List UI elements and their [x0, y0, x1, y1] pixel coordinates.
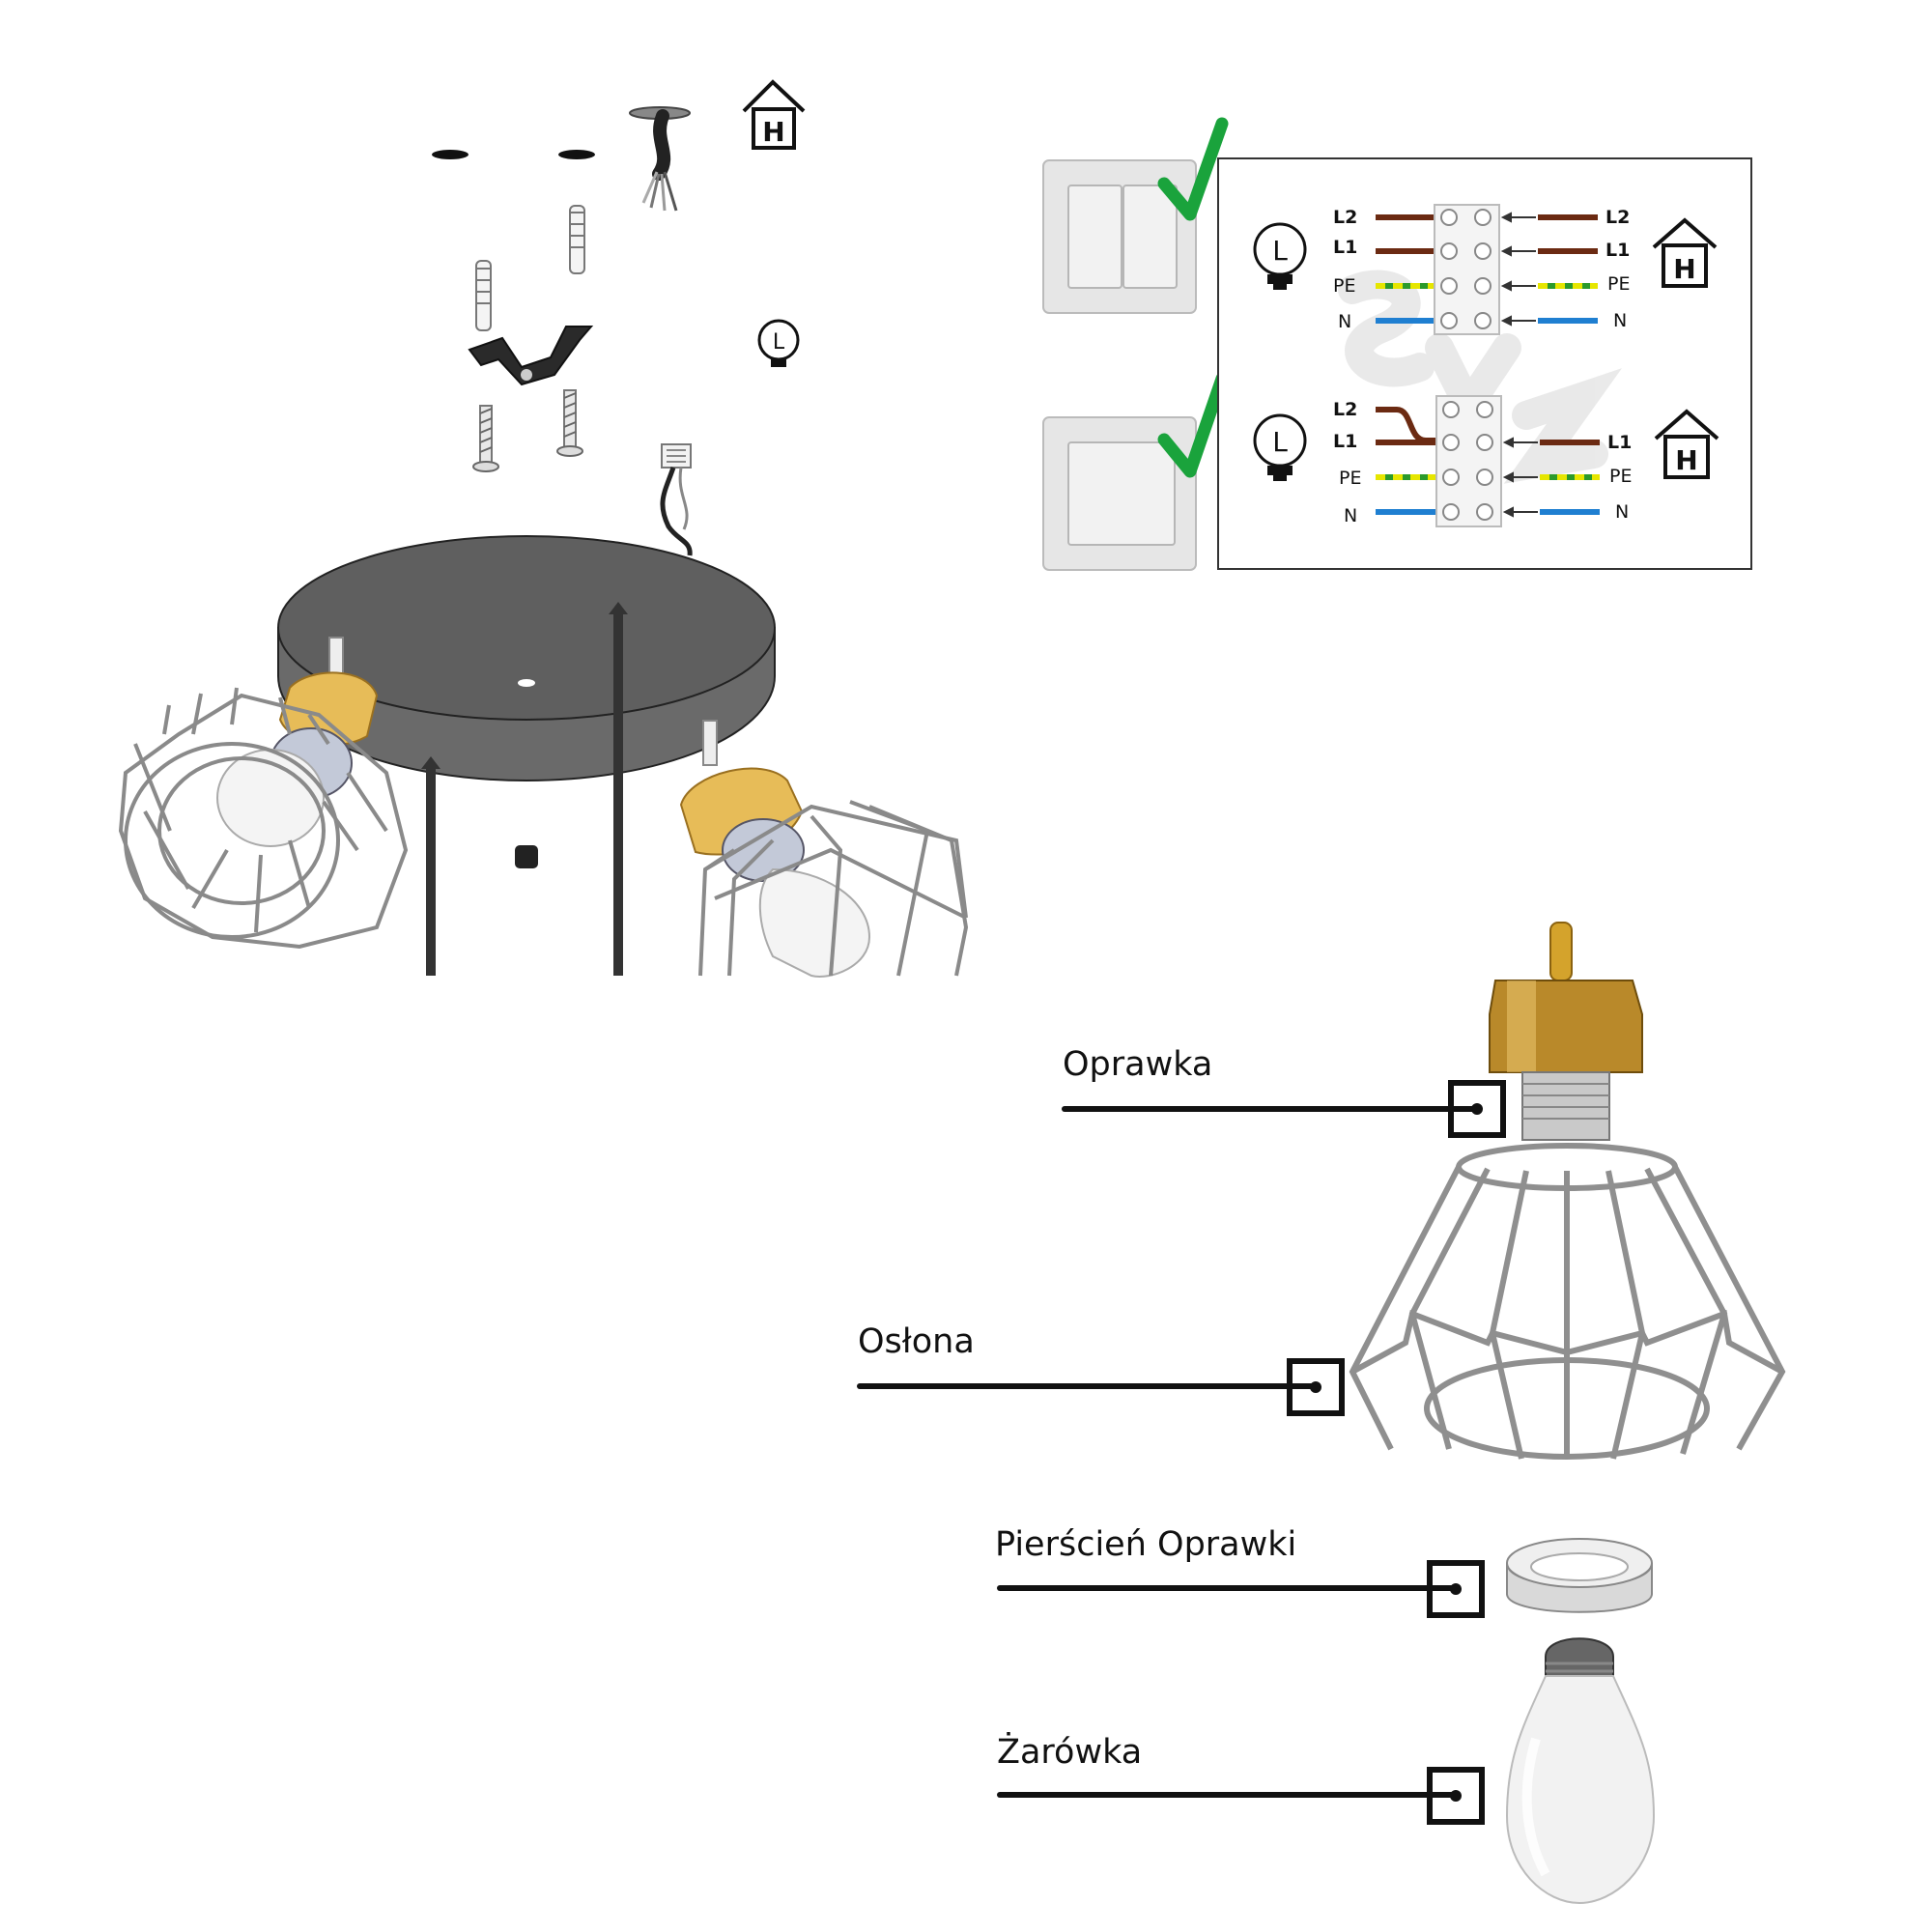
double-switch-wiring: L L2 L1 PE N: [1253, 204, 1718, 335]
wire-label-l1-in: L1: [1607, 432, 1632, 453]
wire-label-l2: L2: [1333, 207, 1357, 228]
wire-label-l2-in: L2: [1605, 207, 1630, 228]
house-icon-label: H: [762, 116, 784, 148]
wire-label-pe-in: PE: [1607, 273, 1630, 295]
callout-bulb: Żarówka: [997, 1731, 1485, 1825]
wire-label-l1: L1: [1333, 431, 1357, 452]
house-icon-label: H: [1673, 253, 1695, 285]
screw: [556, 389, 583, 457]
mounting-bracket: [468, 326, 594, 386]
screw: [472, 405, 499, 472]
wire-label-pe-in: PE: [1609, 466, 1632, 487]
checkmark-icon: [1157, 117, 1229, 221]
callout-shade: Osłona: [857, 1322, 1345, 1416]
wiring-section: L L2 L1 PE N: [1042, 117, 1752, 571]
single-switch-icon: [1042, 416, 1197, 571]
wire-label-l1: L1: [1333, 237, 1357, 258]
callout-socket: Oprawka: [1062, 1045, 1506, 1138]
mounting-diagram: H L: [118, 79, 969, 978]
label-bulb: Żarówka: [997, 1731, 1142, 1772]
ceiling-cable: [629, 106, 691, 212]
single-switch-wiring: L L2 L1 PE N: [1253, 395, 1719, 527]
house-icon: H: [1654, 409, 1719, 479]
right-spot-lamp: [679, 720, 969, 978]
lamp-icon: L: [1253, 222, 1307, 290]
wire-label-pe: PE: [1333, 275, 1355, 297]
callout-ring: Pierścień Oprawki: [995, 1525, 1485, 1618]
wall-plug: [569, 205, 585, 274]
lamp-cable: [660, 443, 693, 556]
pendant-rods: [421, 602, 628, 976]
left-spot-lamp: [118, 637, 409, 950]
lamp-icon-label: L: [1272, 426, 1288, 458]
house-icon-label: H: [1675, 444, 1697, 476]
label-shade: Osłona: [858, 1322, 975, 1361]
house-icon: H: [742, 79, 806, 150]
shade-part: [1349, 1143, 1786, 1460]
wall-plug: [475, 260, 492, 331]
ceiling-hole: [558, 150, 595, 159]
wire-label-pe: PE: [1339, 468, 1361, 489]
wire-label-l1-in: L1: [1605, 240, 1630, 261]
wire-label-n: N: [1338, 311, 1351, 332]
checkmark-icon: [1157, 372, 1229, 478]
lamp-icon: L: [757, 319, 800, 367]
label-ring: Pierścień Oprawki: [995, 1525, 1296, 1564]
ceiling-canopy: [277, 535, 776, 781]
wire-label-n-in: N: [1613, 310, 1627, 331]
lamp-icon-label: L: [773, 330, 785, 355]
lamp-icon: L: [1253, 413, 1307, 481]
wire-label-n-in: N: [1615, 501, 1629, 523]
socket-part: [1489, 922, 1643, 1141]
terminal-block: [1434, 204, 1500, 335]
ceiling-hole: [432, 150, 469, 159]
label-socket: Oprawka: [1063, 1045, 1212, 1084]
bulb-part: [1505, 1637, 1656, 1905]
wire-label-l2: L2: [1333, 399, 1357, 420]
ring-part: [1506, 1538, 1653, 1613]
house-icon: H: [1652, 217, 1718, 288]
double-switch-icon: [1042, 159, 1197, 314]
lamp-icon-label: L: [1272, 235, 1288, 267]
wire-label-n: N: [1344, 505, 1357, 526]
terminal-block: [1435, 395, 1502, 527]
parts-diagram: Oprawka Osłona Pierścień Oprawki Żarówka: [857, 922, 1786, 1905]
